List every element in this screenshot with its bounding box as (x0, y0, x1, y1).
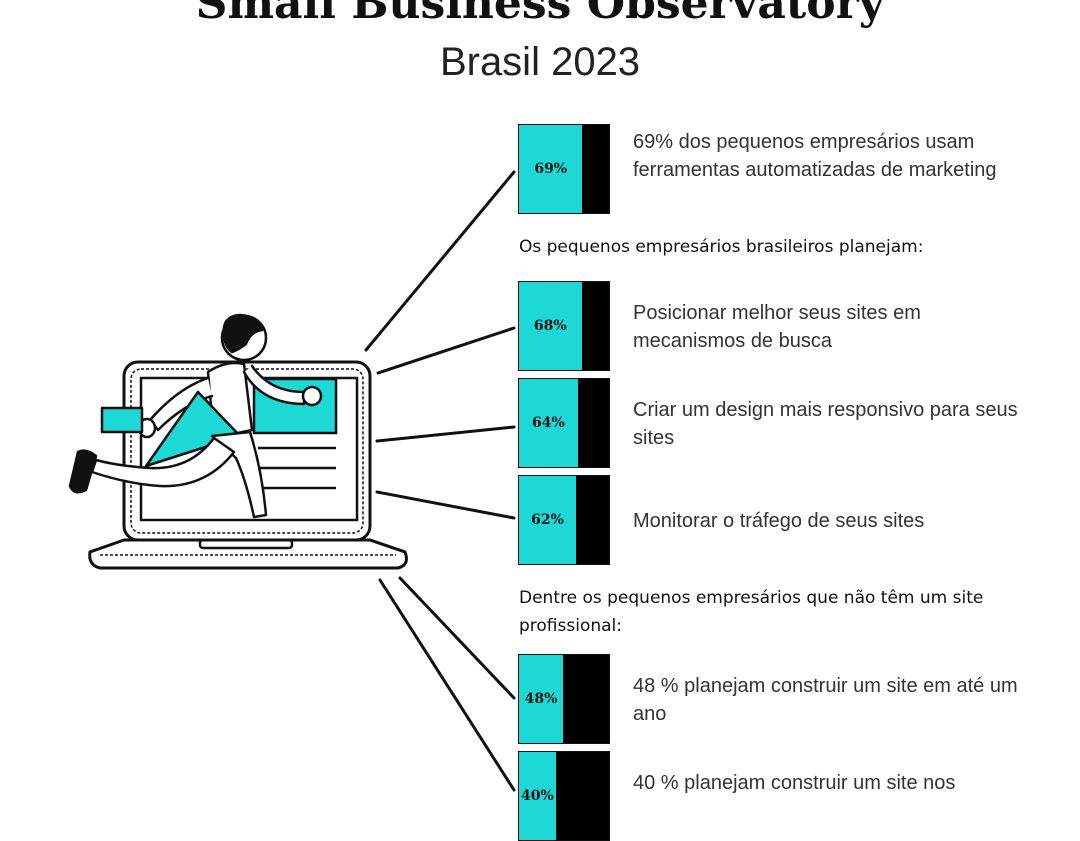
connector-line (376, 326, 516, 375)
stat-description: Criar um design mais responsivo para seu… (633, 399, 1018, 449)
page-subtitle: Brasil 2023 (439, 40, 641, 84)
runner-figure (68, 313, 323, 519)
stat-bar-value-label: 40% (521, 788, 554, 804)
nosite-section-label: Dentre os pequenos empresários que não t… (519, 588, 984, 636)
stat-bar-fill (519, 476, 577, 564)
stat-bar-value-label: 69% (534, 161, 568, 177)
stat-bar: 62% (518, 475, 610, 565)
page-title: Small Business Observatory (195, 0, 885, 29)
stat-description: Monitorar o tráfego de seus sites (633, 510, 925, 532)
stat-description: 48 % planejam construir um site em até u… (633, 675, 1018, 725)
connector-line (378, 578, 516, 792)
stat-bar-fill (519, 282, 582, 370)
stat-bar: 68% (518, 281, 610, 371)
stat-bar-fill (519, 655, 564, 743)
stat-bar: 40% (518, 751, 610, 841)
stat-description: Posicionar melhor seus sites em mecanism… (633, 302, 921, 352)
stat-bar-value-label: 62% (531, 512, 564, 528)
connector-line (398, 576, 516, 700)
stat-bar: 69% (518, 124, 610, 214)
stat-bar: 48% (518, 654, 610, 744)
plans-section-label: Os pequenos empresários brasileiros plan… (519, 237, 924, 257)
laptop-icon (88, 360, 408, 570)
stat-bar: 64% (518, 378, 610, 468)
stat-bar-value-label: 48% (524, 691, 558, 707)
stat-bar-fill (519, 379, 578, 467)
laptop-runner-illustration (68, 170, 516, 792)
stat-bar-fill (519, 125, 583, 213)
connector-line (375, 490, 516, 520)
stat-bar-value-label: 64% (532, 415, 565, 431)
stat-description: 40 % planejam construir um site nos (633, 772, 956, 794)
connector-line (375, 425, 516, 443)
connector-line (364, 170, 516, 352)
stat-bar-value-label: 68% (533, 318, 567, 334)
stat-description: 69% dos pequenos empresários usam ferram… (633, 131, 997, 181)
connector-lines (364, 170, 516, 792)
